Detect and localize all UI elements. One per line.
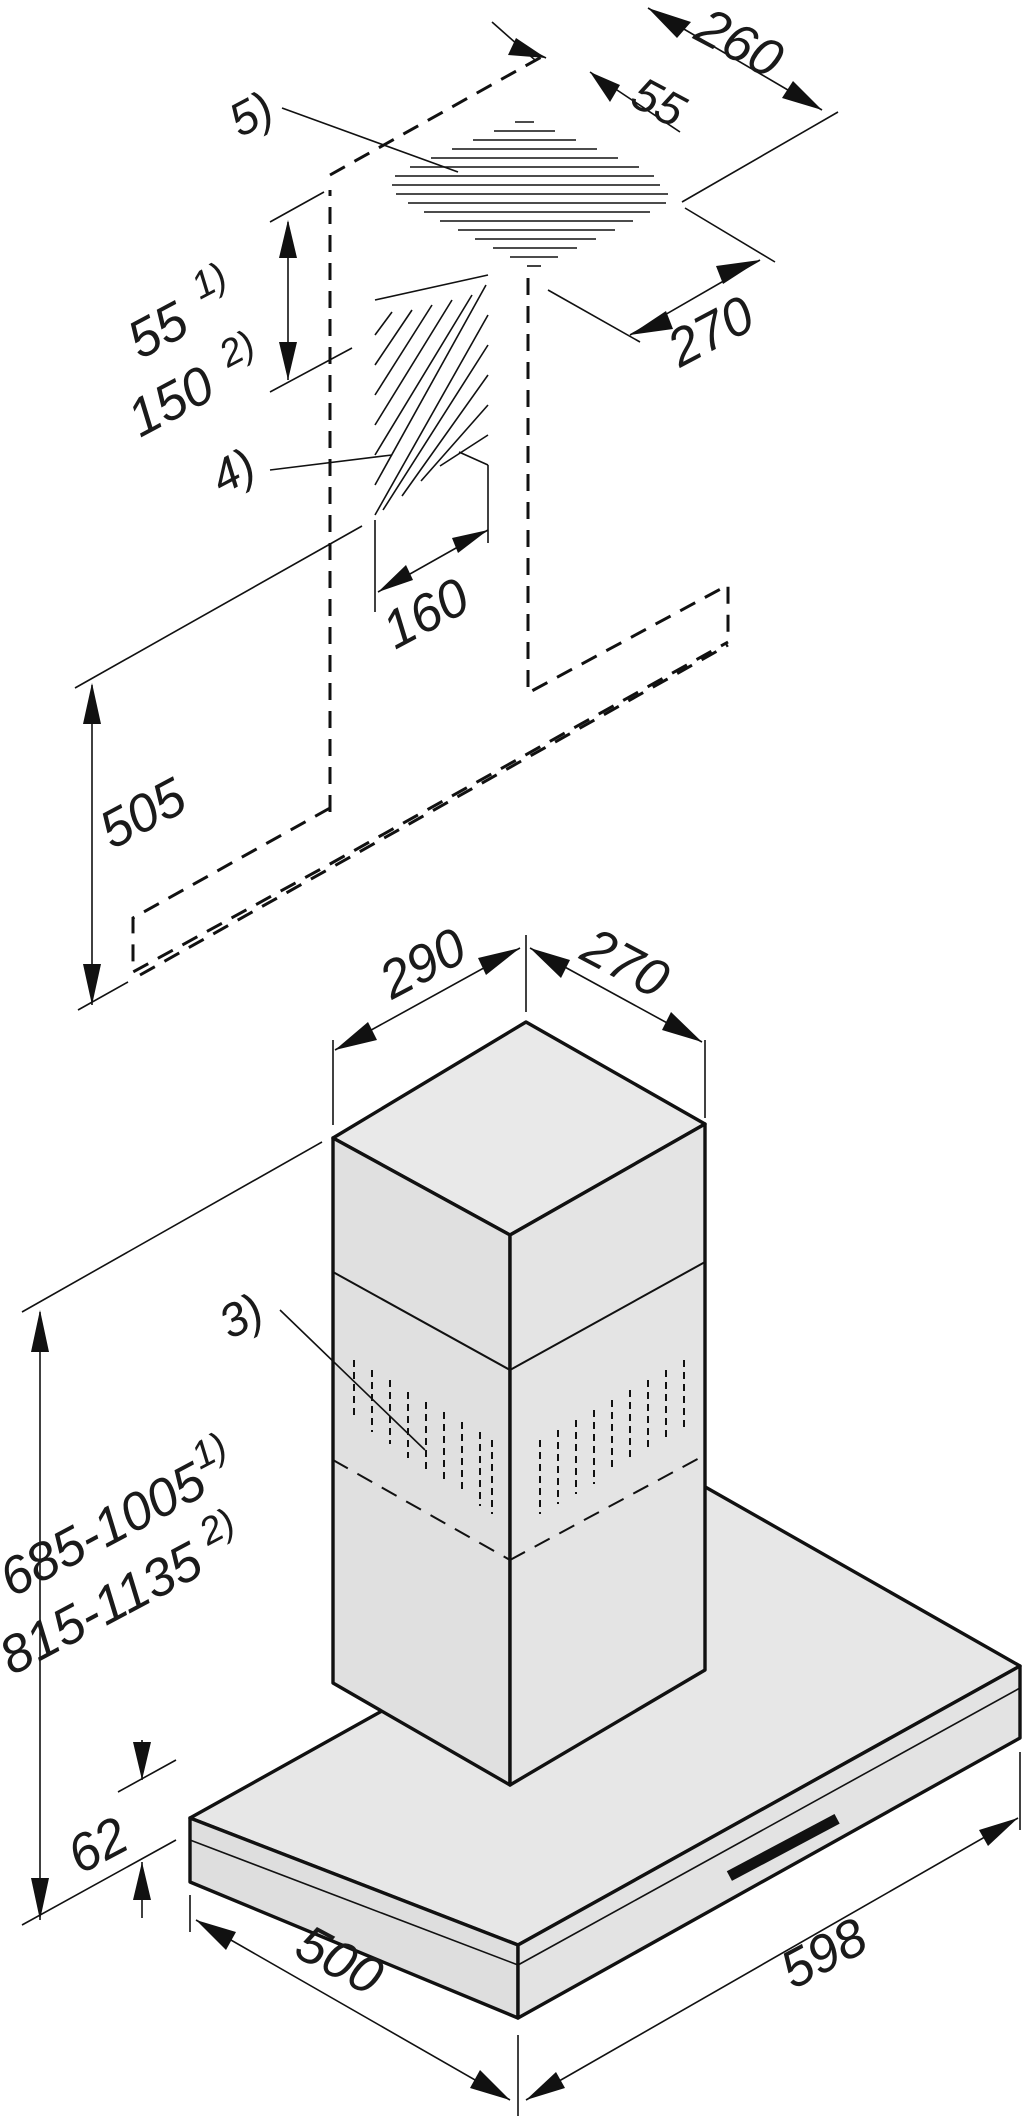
wall-cable-area — [374, 274, 489, 516]
chimney-left-face — [331, 1136, 512, 1787]
dim-505-label: 505 — [90, 767, 196, 861]
dim-270-top-label: 270 — [657, 285, 764, 379]
right-dashed-wall-line — [526, 278, 730, 696]
note-2-superscript-top: 2) — [212, 323, 262, 376]
dim-270-chimney-label: 270 — [571, 916, 678, 1010]
chimney-vent-dashed-left — [332, 1459, 511, 1561]
dim-598-label: 598 — [771, 1907, 877, 2001]
reference-5-label: 5) — [220, 80, 282, 146]
dim-160-label: 160 — [373, 567, 479, 661]
reference-4-label: 4) — [202, 437, 264, 503]
dim-55-label: 55 — [623, 66, 695, 138]
control-bar — [726, 1813, 840, 1881]
dim-260-label: 260 — [685, 0, 792, 90]
chimney-vent-slots — [353, 1360, 685, 1514]
top-dashed-line-left — [329, 53, 546, 177]
hood-chimney — [331, 1020, 707, 1787]
upper-dimension-lines — [74, 7, 839, 1011]
lower-dimension-lines — [21, 935, 1021, 2116]
chimney-joint-left — [332, 1271, 511, 1371]
dim-55-note-label: 55 — [118, 291, 198, 371]
canopy-front-right-face — [516, 1664, 1022, 2020]
ceiling-duct-opening — [392, 121, 668, 267]
reference-3-label: 3) — [210, 1282, 272, 1348]
dim-62-label: 62 — [58, 1806, 138, 1886]
chimney-vent-dashed-right — [509, 1454, 706, 1561]
dim-290-label: 290 — [369, 917, 476, 1011]
installation-area-outline — [131, 53, 730, 977]
note-1-superscript-top: 1) — [185, 255, 235, 308]
chimney-joint-right — [509, 1261, 706, 1371]
dim-150-note-label: 150 — [118, 355, 224, 449]
bottom-dashed-footprint — [131, 640, 729, 975]
bottom-dashed-long — [139, 643, 729, 977]
